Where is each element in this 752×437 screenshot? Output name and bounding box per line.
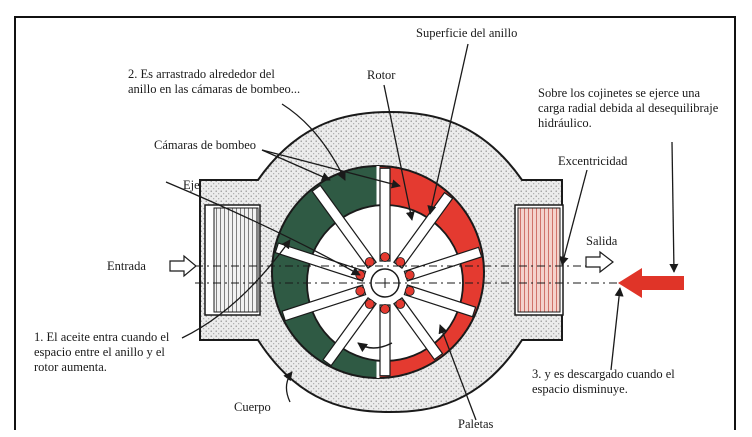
vanes-group — [274, 167, 483, 377]
label-cuerpo: Cuerpo — [234, 400, 271, 414]
vane-slot — [404, 270, 415, 280]
vane-slot — [395, 257, 406, 267]
label-superficie-del-anillo: Superficie del anillo — [416, 26, 518, 40]
vane-slot — [355, 286, 366, 296]
label-descargado: 3. y es descargado cuando el espacio dis… — [532, 367, 675, 396]
label-rotor: Rotor — [367, 68, 396, 82]
inlet-arrow-icon — [169, 254, 197, 278]
vane-slot — [404, 286, 415, 296]
leader-lines — [165, 43, 679, 421]
vane — [379, 304, 391, 377]
radial-load-arrow-icon — [618, 268, 684, 298]
vane-slot — [355, 270, 366, 280]
label-paletas: Paletas — [458, 417, 494, 431]
rotation-arrow-icon — [357, 342, 393, 353]
vane-slot — [380, 304, 390, 314]
label-excentricidad: Excentricidad — [558, 154, 628, 168]
label-eje: Eje — [183, 178, 200, 192]
label-camaras-de-bombeo: Cámaras de bombeo — [154, 138, 257, 152]
vane-slot — [364, 257, 375, 267]
rotor — [274, 167, 483, 377]
label-cojinetes: Sobre los cojinetes se ejerce una carga … — [538, 86, 719, 130]
label-aceite-entra: 1. El aceite entra cuando el espacio ent… — [34, 330, 170, 374]
vane-slot — [380, 252, 390, 262]
vane-slot — [395, 299, 406, 309]
label-salida: Salida — [586, 234, 618, 248]
label-entrada: Entrada — [107, 259, 146, 273]
eccentricity-lines — [195, 265, 620, 284]
outlet-arrow-icon — [585, 250, 614, 274]
vane-slot — [364, 299, 375, 309]
label-arrastrado: 2. Es arrastrado alrededor del anillo en… — [128, 67, 301, 96]
